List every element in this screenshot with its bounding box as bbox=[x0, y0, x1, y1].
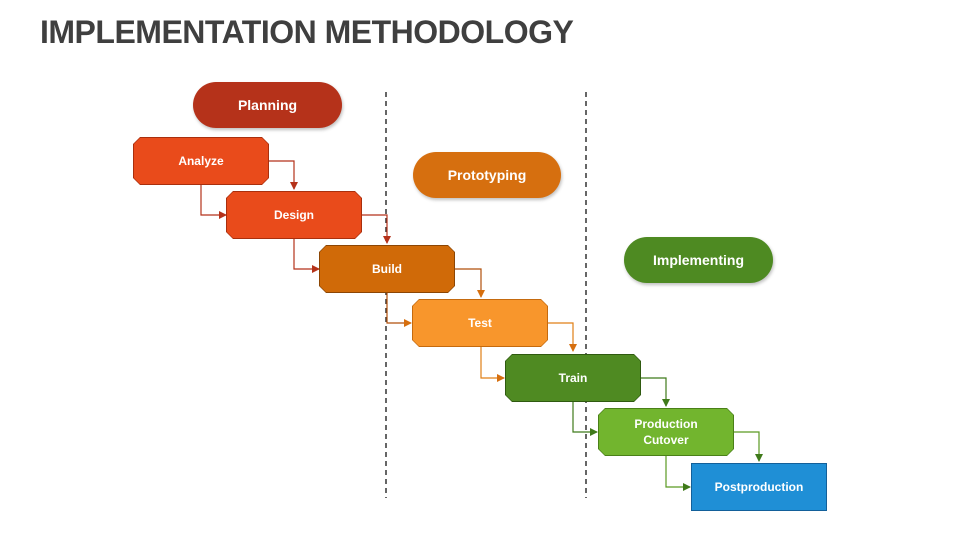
arrow-cutover-post-top bbox=[733, 431, 763, 462]
step-build: Build bbox=[319, 245, 455, 293]
step-design-label: Design bbox=[273, 208, 314, 222]
step-train-label: Train bbox=[558, 371, 588, 385]
step-design: Design bbox=[226, 191, 362, 239]
arrow-train-cutover-bottom bbox=[572, 401, 598, 436]
step-production-cutover: Production Cutover bbox=[598, 408, 734, 456]
step-build-label: Build bbox=[372, 262, 402, 276]
arrow-analyze-design-bottom bbox=[200, 184, 227, 219]
phase-implementing-label: Implementing bbox=[652, 252, 744, 268]
arrow-cutover-post-bottom bbox=[665, 456, 691, 491]
phase-planning-label: Planning bbox=[237, 97, 298, 113]
page-title: IMPLEMENTATION METHODOLOGY bbox=[40, 14, 574, 50]
arrow-design-build-top bbox=[361, 214, 391, 244]
step-production-cutover-label: Production Cutover bbox=[634, 417, 698, 447]
phase-planning: Planning bbox=[193, 82, 342, 128]
phase-implementing: Implementing bbox=[624, 237, 773, 283]
arrow-train-cutover-top bbox=[640, 377, 670, 407]
step-test-label: Test bbox=[468, 316, 492, 330]
arrow-design-build-bottom bbox=[293, 238, 320, 273]
phase-prototyping: Prototyping bbox=[413, 152, 561, 198]
step-postproduction-label: Postproduction bbox=[714, 480, 804, 494]
step-analyze-label: Analyze bbox=[178, 154, 224, 168]
arrow-analyze-design-top bbox=[268, 160, 298, 190]
step-train: Train bbox=[505, 354, 641, 402]
arrow-build-test-bottom bbox=[386, 292, 412, 327]
step-postproduction: Postproduction bbox=[691, 463, 827, 511]
arrow-test-train-bottom bbox=[480, 346, 505, 382]
step-analyze: Analyze bbox=[133, 137, 269, 185]
phase-prototyping-label: Prototyping bbox=[447, 167, 527, 183]
step-test: Test bbox=[412, 299, 548, 347]
arrow-build-test-top bbox=[454, 268, 485, 298]
arrow-test-train-top bbox=[547, 322, 577, 352]
